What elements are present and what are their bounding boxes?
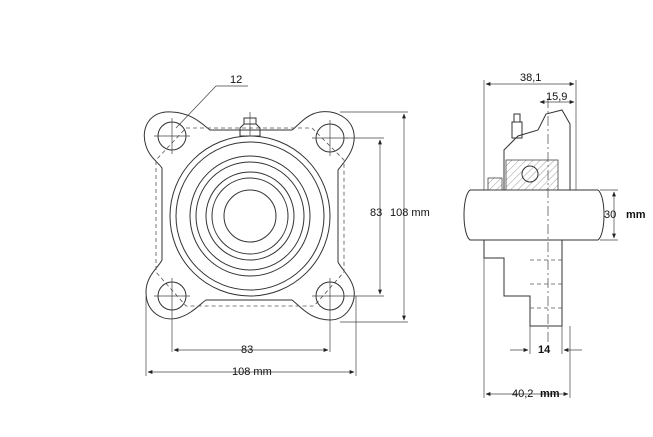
dim-shaft-diameter-value: 30 [604,209,616,221]
housing-lower [483,240,563,327]
shaft [463,189,605,241]
hole-centerlines [154,118,348,352]
dim-overall-width-label: 108 mm [232,366,272,378]
dim-overall-length-value: 40,2 [512,388,533,400]
bearing-ball [521,165,539,183]
dim-total-length [483,80,577,190]
hole-callout-label: 12 [230,74,242,86]
dim-shaft-diameter [600,189,618,241]
housing-section-hatch [505,159,559,191]
housing-outer-ring [169,135,331,297]
dim-overall-width [145,296,357,376]
dim-flange-thickness [510,326,582,354]
dim-overall-length [483,258,571,398]
dim-flange-thickness-label: 14 [538,344,551,356]
dim-bolt-spacing-vertical [346,137,384,297]
flange-hidden-outline [155,127,345,307]
shaft-bore [223,189,277,243]
dim-total-length-label: 38,1 [520,72,541,84]
hole-callout-leader [175,85,248,129]
housing-ring-2 [175,141,325,291]
grease-nipple [239,112,261,137]
dim-overall-height [340,111,408,323]
dim-bolt-spacing-horizontal-label: 83 [241,344,253,356]
bearing-ring-3 [205,171,295,261]
bearing-ring-2 [195,161,305,271]
dim-overall-length-unit: mm [540,388,560,400]
dim-bolt-spacing-vertical-label: 83 [370,207,382,219]
dim-overall-height-label: 108 mm [390,207,430,219]
side-view: 38,1 15,9 30 mm 14 40,2 mm [463,72,646,400]
dim-shaft-diameter-unit: mm [626,209,646,221]
grease-nipple-side [511,113,523,139]
collar [487,177,503,191]
bearing-ring-4 [211,177,289,255]
bearing-ring-1 [189,155,311,277]
front-view: 12 83 108 mm 83 108 mm [143,74,430,378]
dim-flange-offset-label: 15,9 [546,91,567,103]
housing-upper [503,109,571,190]
